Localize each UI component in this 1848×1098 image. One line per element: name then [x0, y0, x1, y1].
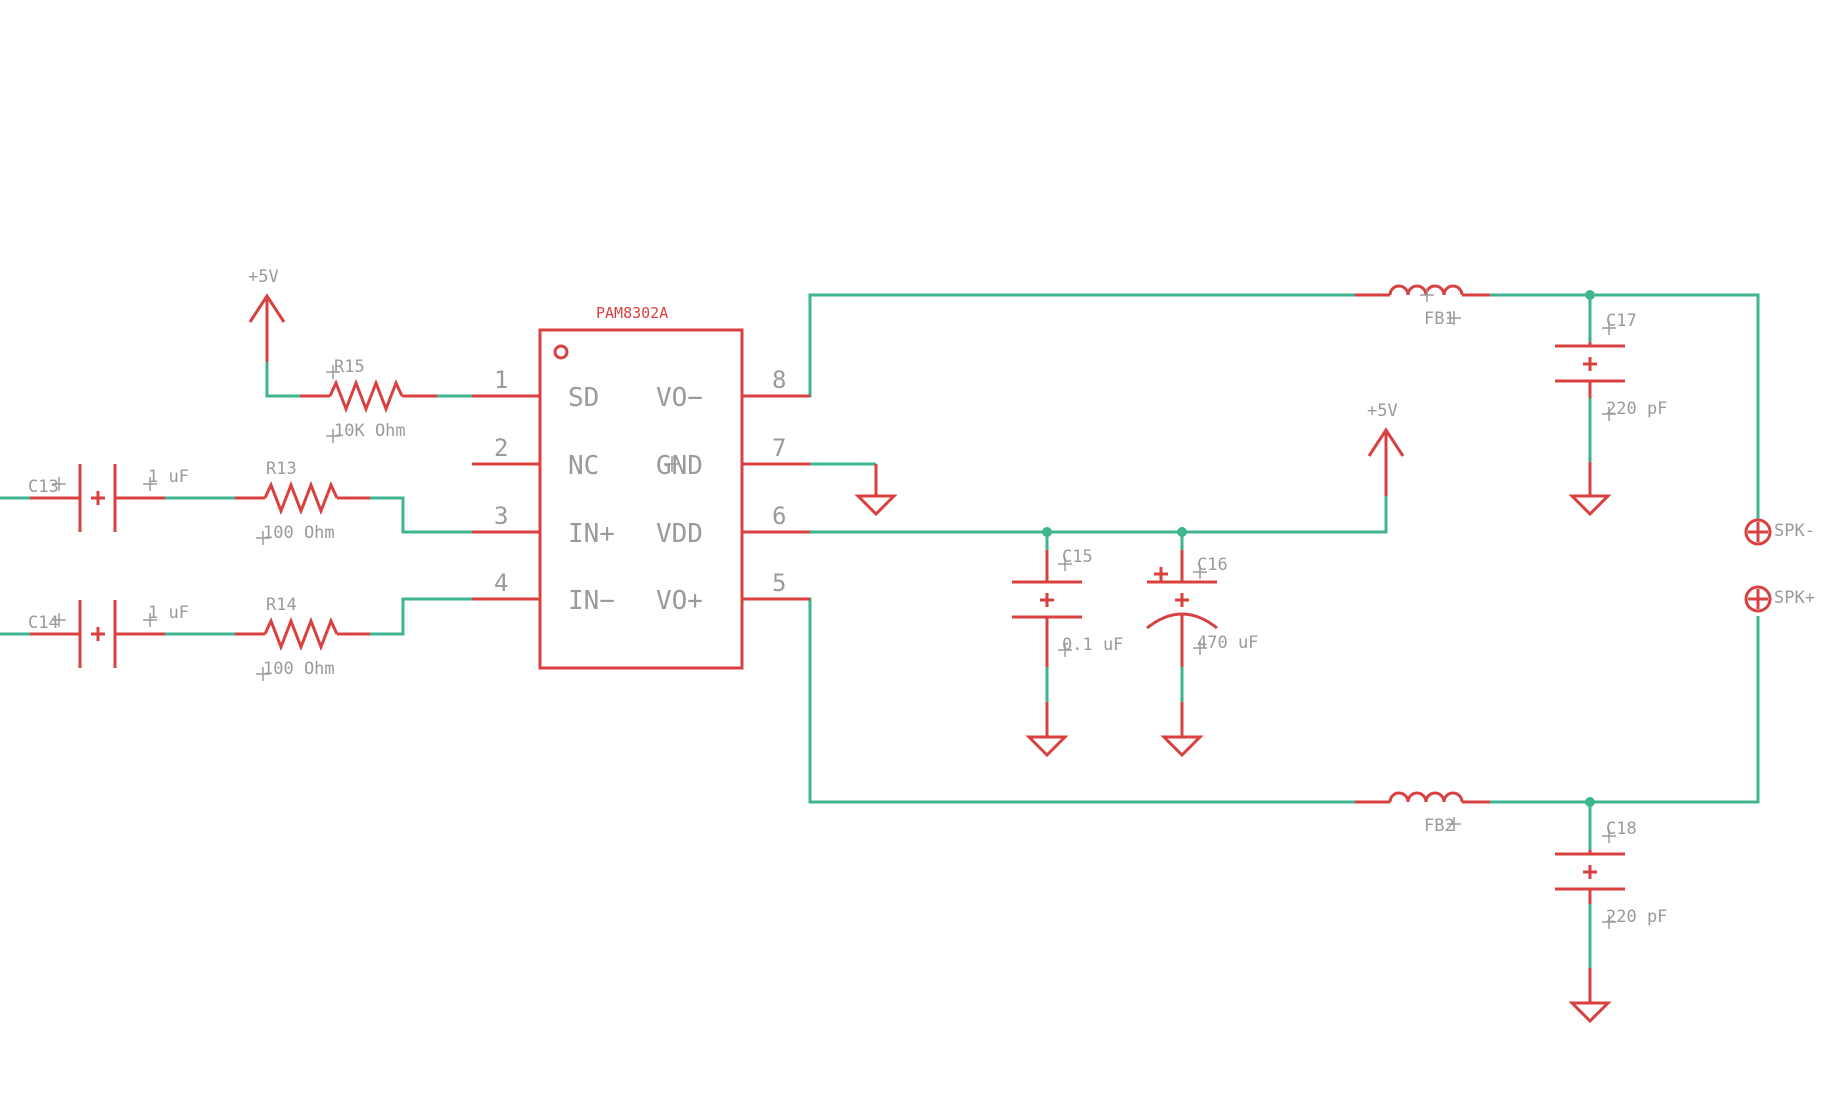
ground-pin7	[854, 464, 898, 517]
ic-pin-num-4: 4	[494, 569, 508, 597]
c17-ref: C17	[1606, 311, 1637, 331]
ic-pin-name-in-plus: IN+	[568, 519, 615, 549]
c13-ref: C13	[28, 477, 59, 497]
capacitor-c16[interactable]: C16 470 uF	[1146, 550, 1258, 758]
ic-pin-name-vo-plus: VO+	[656, 586, 703, 616]
junctions	[1042, 290, 1595, 807]
capacitor-c17[interactable]: C17 220 pF	[1555, 311, 1667, 517]
junction-c18	[1585, 797, 1595, 807]
c15-value: 0.1 uF	[1062, 635, 1123, 655]
supply-5v-mid[interactable]: +5V	[1367, 401, 1405, 496]
wire-r14-pin4	[370, 597, 472, 636]
pad-icon	[1744, 585, 1772, 613]
spk-plus-ref: SPK+	[1774, 588, 1815, 608]
ic-pin-name-nc: NC	[568, 451, 599, 481]
c16-ref: C16	[1197, 555, 1228, 575]
capacitor-c15[interactable]: C15 0.1 uF	[1012, 547, 1123, 758]
capacitor-c14[interactable]: C14 1 uF	[28, 600, 189, 668]
c13-value: 1 uF	[148, 467, 189, 487]
ground-icon	[854, 494, 898, 517]
wire-vo-plus	[778, 597, 1355, 804]
supply-5v-mid-label: +5V	[1367, 401, 1398, 421]
resistor-r13[interactable]: R13 100 Ohm	[235, 459, 370, 545]
ic-pin-num-7: 7	[772, 434, 786, 462]
arrow-up-icon	[1367, 427, 1405, 457]
junction-c15	[1042, 527, 1052, 537]
wires	[0, 293, 1760, 968]
r13-value: 100 Ohm	[263, 523, 335, 543]
ic-pin-num-3: 3	[494, 502, 508, 530]
ic-pin-name-sd: SD	[568, 383, 599, 413]
speaker-pad-plus[interactable]: SPK+	[1744, 585, 1815, 613]
ic-pin-num-2: 2	[494, 434, 508, 462]
resistor-zigzag-icon	[263, 480, 339, 516]
ic-pin-name-in-minus: IN−	[568, 586, 615, 616]
ground-icon	[1160, 735, 1204, 758]
ground-icon	[1025, 735, 1069, 758]
r15-ref: R15	[334, 357, 365, 377]
wire-5v-r15	[265, 362, 300, 398]
c14-value: 1 uF	[148, 603, 189, 623]
inductor-coil-icon	[1388, 284, 1464, 296]
ic-pin1-marker	[553, 344, 569, 360]
arrow-up-icon	[248, 293, 286, 323]
c16-value: 470 uF	[1197, 633, 1258, 653]
c15-ref: C15	[1062, 547, 1093, 567]
ic-name: PAM8302A	[596, 304, 668, 322]
ground-icon	[1568, 1001, 1612, 1024]
wire-vo-minus	[778, 293, 1355, 398]
capacitor-c18[interactable]: C18 220 pF	[1555, 819, 1667, 1024]
ferrite-bead-fb2[interactable]: FB2	[1355, 791, 1490, 836]
junction-c16	[1177, 527, 1187, 537]
r15-value: 10K Ohm	[334, 421, 406, 441]
supply-5v-top-left[interactable]: +5V	[248, 267, 286, 362]
ic-pin-name-gnd: GND	[656, 451, 703, 481]
wire-fb2-spk-plus	[1490, 616, 1760, 804]
c18-ref: C18	[1606, 819, 1637, 839]
r14-ref: R14	[266, 595, 297, 615]
fb1-ref: FB1	[1424, 309, 1455, 329]
resistor-zigzag-icon	[263, 616, 339, 652]
resistor-r15[interactable]: R15 10K Ohm	[300, 357, 437, 443]
junction-c17	[1585, 290, 1595, 300]
spk-minus-ref: SPK-	[1774, 521, 1815, 541]
speaker-pad-minus[interactable]: SPK-	[1744, 518, 1815, 546]
resistor-r14[interactable]: R14 100 Ohm	[235, 595, 370, 681]
ground-icon	[1568, 494, 1612, 517]
c18-value: 220 pF	[1606, 907, 1667, 927]
ic-pin-name-vdd: VDD	[656, 519, 703, 549]
supply-5v-label: +5V	[248, 267, 279, 287]
ic-pin-num-6: 6	[772, 502, 786, 530]
ic-pin-num-8: 8	[772, 366, 786, 394]
wire-fb1-spk-minus	[1490, 293, 1760, 520]
ic-pin-name-vo-minus: VO−	[656, 383, 703, 413]
ferrite-bead-fb1[interactable]: FB1	[1355, 284, 1490, 329]
c14-ref: C14	[28, 613, 59, 633]
capacitor-c13[interactable]: C13 1 uF	[28, 464, 189, 532]
ic-pam8302a[interactable]: PAM8302A 1 2 3 4 8 7 6 5 SD NC IN+ IN− V…	[472, 304, 810, 670]
r14-value: 100 Ohm	[263, 659, 335, 679]
fb2-ref: FB2	[1424, 816, 1455, 836]
ic-pin-num-1: 1	[494, 366, 508, 394]
c17-value: 220 pF	[1606, 399, 1667, 419]
ic-body	[538, 328, 744, 670]
pad-icon	[1744, 518, 1772, 546]
r13-ref: R13	[266, 459, 297, 479]
ic-pin-num-5: 5	[772, 569, 786, 597]
wire-vdd	[810, 496, 1388, 534]
resistor-zigzag-icon	[328, 378, 404, 414]
inductor-coil-icon	[1388, 791, 1464, 803]
wire-r13-pin3	[370, 496, 472, 534]
